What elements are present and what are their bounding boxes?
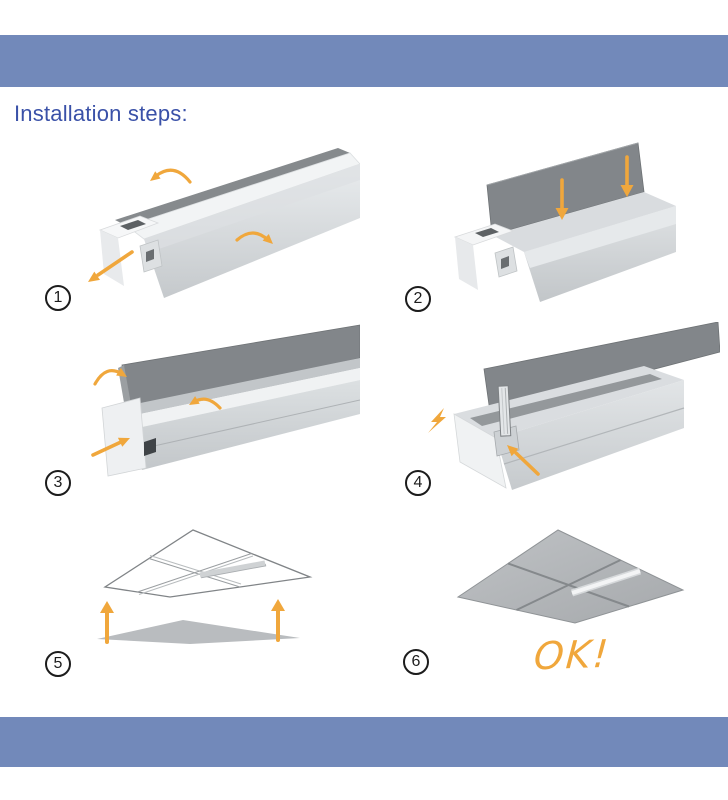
step-4-badge: 4 [405,470,431,496]
led-profile-graphic [115,148,360,298]
step-5: 5 [40,505,360,690]
step-3-badge: 3 [45,470,71,496]
step-3: 3 [40,322,360,507]
up-arrow-icon [100,601,114,644]
insert-arrow-icon [507,445,540,476]
rotation-arrow-icon [93,367,127,386]
step-2-illustration [453,142,676,302]
step-6: OK! 6 [400,505,720,690]
up-arrow-icon [271,599,285,642]
rotation-arrow-icon [189,396,222,410]
top-divider-band [0,35,728,87]
step-2-badge: 2 [405,286,431,312]
rotation-arrow-icon [150,168,192,184]
lightning-icon [428,408,446,433]
pull-out-arrow-icon [88,250,134,282]
led-profile-graphic [492,192,676,302]
page-title: Installation steps: [14,101,188,126]
step-1-badge: 1 [45,285,71,311]
step-6-illustration [456,529,685,624]
step-4: 4 [400,322,720,507]
down-arrow-icon [620,155,634,197]
end-cap-graphic [98,215,163,286]
step-3-illustration [91,324,360,477]
step-2: 2 [400,140,720,325]
ceiling-grid-graphic [103,529,313,598]
step-4-illustration [428,322,720,490]
step-1: 1 [40,140,360,325]
step-5-badge: 5 [45,651,71,677]
diffuser-panel-graphic [483,322,720,413]
ceiling-panel-graphic [97,620,300,644]
step-6-badge: 6 [403,649,429,675]
step-5-illustration [97,529,313,644]
finished-ceiling-graphic [456,529,685,624]
end-cap-graphic [453,223,518,290]
insert-arrow-icon [91,437,130,457]
led-profile-graphic [453,366,685,490]
led-profile-graphic [101,358,360,477]
step-1-illustration [88,148,360,298]
bottom-divider-band [0,717,728,767]
ok-label: OK! [532,631,612,679]
rotation-arrow-icon [235,231,273,244]
down-arrow-icon [555,178,569,220]
